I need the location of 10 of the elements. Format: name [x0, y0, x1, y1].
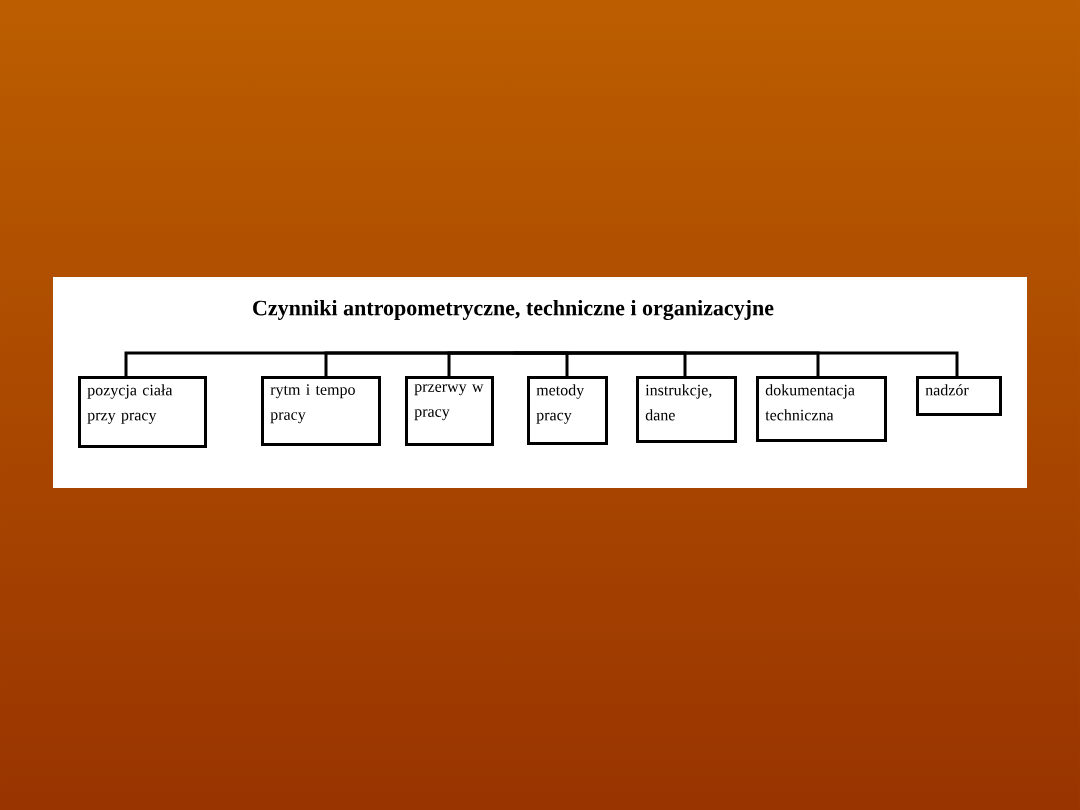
connector-line: [513, 351, 959, 376]
category-box: rytm i tempo pracy: [261, 376, 381, 446]
category-box: przerwy w pracy: [405, 376, 494, 446]
connector-line: [447, 351, 513, 376]
title: Czynniki antropometryczne, techniczne i organizacyjne: [253, 299, 774, 321]
category-box: instrukcje, dane: [636, 376, 737, 443]
category-box: nadzór: [916, 376, 1002, 416]
category-box: dokumentacja techniczna: [756, 376, 887, 442]
category-box: metody pracy: [527, 376, 608, 445]
category-box: pozycja ciała przy pracy: [78, 376, 207, 448]
